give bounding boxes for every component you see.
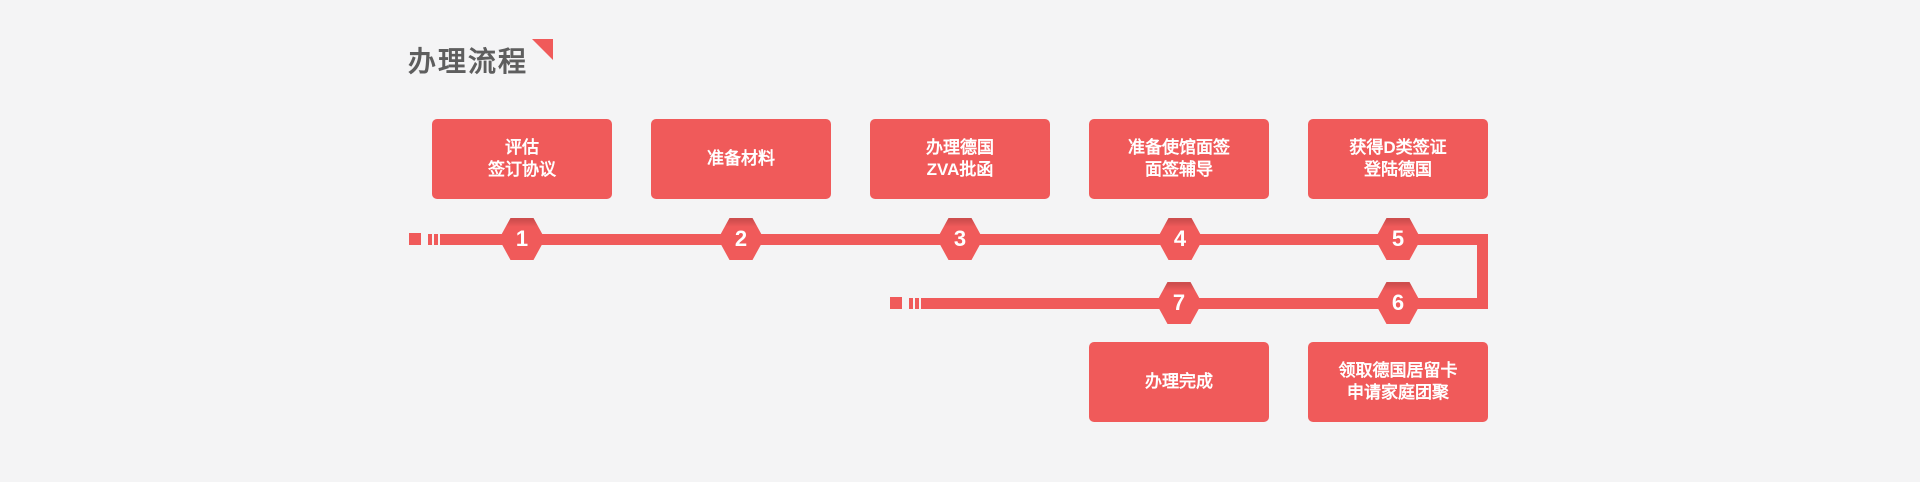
- step-box-7-label: 办理完成: [1145, 372, 1213, 391]
- section-title: 办理流程: [408, 46, 529, 77]
- step-marker-6-number: 6: [1391, 290, 1405, 315]
- step-marker-3-number: 3: [953, 226, 967, 251]
- step-marker-3: 3: [937, 218, 983, 260]
- timeline-row2-start-tick-icon: [909, 298, 913, 309]
- step-box-3-label: 办理德国 ZVA批函: [926, 138, 994, 179]
- step-box-4-label: 准备使馆面签 面签辅导: [1128, 138, 1230, 179]
- timeline-row2-start-dash-icon: [890, 297, 902, 309]
- step-box-7: 办理完成: [1089, 342, 1269, 422]
- step-box-1-label: 评估 签订协议: [488, 138, 556, 179]
- step-marker-7-number: 7: [1172, 290, 1186, 315]
- step-box-2-label: 准备材料: [707, 149, 775, 168]
- timeline-row1-start-tick-icon: [428, 234, 432, 245]
- step-marker-5-number: 5: [1391, 226, 1405, 251]
- step-box-3: 办理德国 ZVA批函: [870, 119, 1050, 199]
- step-box-5-label: 获得D类签证 登陆德国: [1349, 138, 1447, 179]
- timeline-corner-connector-line: [1477, 234, 1488, 309]
- timeline-row2-start-tick-icon: [915, 298, 919, 309]
- step-box-6-label: 领取德国居留卡 申请家庭团聚: [1338, 361, 1458, 402]
- step-marker-5: 5: [1375, 218, 1421, 260]
- step-marker-2-number: 2: [734, 226, 748, 251]
- step-box-4: 准备使馆面签 面签辅导: [1089, 119, 1269, 199]
- timeline-row1-start-tick-icon: [434, 234, 438, 245]
- step-marker-4: 4: [1157, 218, 1203, 260]
- step-marker-1: 1: [499, 218, 545, 260]
- step-box-1: 评估 签订协议: [432, 119, 612, 199]
- timeline-row2-line: [921, 298, 1488, 309]
- step-box-6: 领取德国居留卡 申请家庭团聚: [1308, 342, 1488, 422]
- step-marker-1-number: 1: [515, 226, 529, 251]
- step-marker-6: 6: [1375, 282, 1421, 324]
- step-marker-2: 2: [718, 218, 764, 260]
- step-marker-7: 7: [1156, 282, 1202, 324]
- step-marker-4-number: 4: [1173, 226, 1187, 251]
- step-box-2: 准备材料: [651, 119, 831, 199]
- timeline-row1-start-dash-icon: [409, 233, 421, 245]
- step-box-5: 获得D类签证 登陆德国: [1308, 119, 1488, 199]
- triangle-accent-icon: [532, 39, 553, 60]
